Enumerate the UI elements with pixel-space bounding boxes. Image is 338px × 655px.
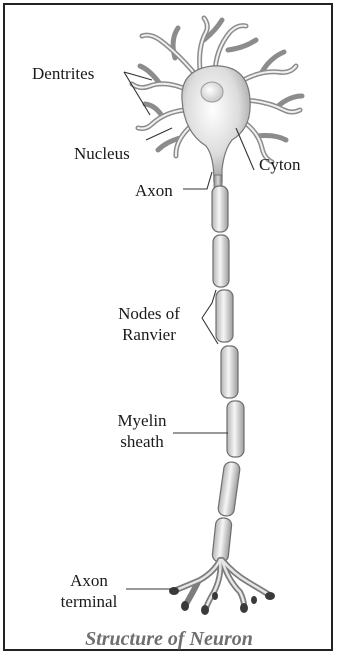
label-nodes-line2: Ranvier [100,324,198,345]
figure-caption: Structure of Neuron [0,628,338,651]
myelin-segments [212,186,244,563]
label-nodes-of-ranvier: Nodes of Ranvier [100,303,198,345]
leader-nucleus [146,128,172,140]
leader-cyton [236,128,254,170]
label-myelin-line2: sheath [112,431,172,452]
label-myelin-sheath: Myelin sheath [112,410,172,452]
label-axon-terminal: Axon terminal [52,570,126,612]
label-terminal-line1: Axon [52,570,126,591]
label-myelin-line1: Myelin [112,410,172,431]
label-dentrites: Dentrites [32,63,94,84]
leader-axon [183,172,212,189]
label-terminal-line2: terminal [52,591,126,612]
nucleus [201,82,223,102]
leader-nodes-1 [202,290,216,318]
label-nodes-line1: Nodes of [100,303,198,324]
label-cyton: Cyton [259,154,301,175]
label-axon: Axon [135,180,173,201]
label-nucleus: Nucleus [74,143,130,164]
